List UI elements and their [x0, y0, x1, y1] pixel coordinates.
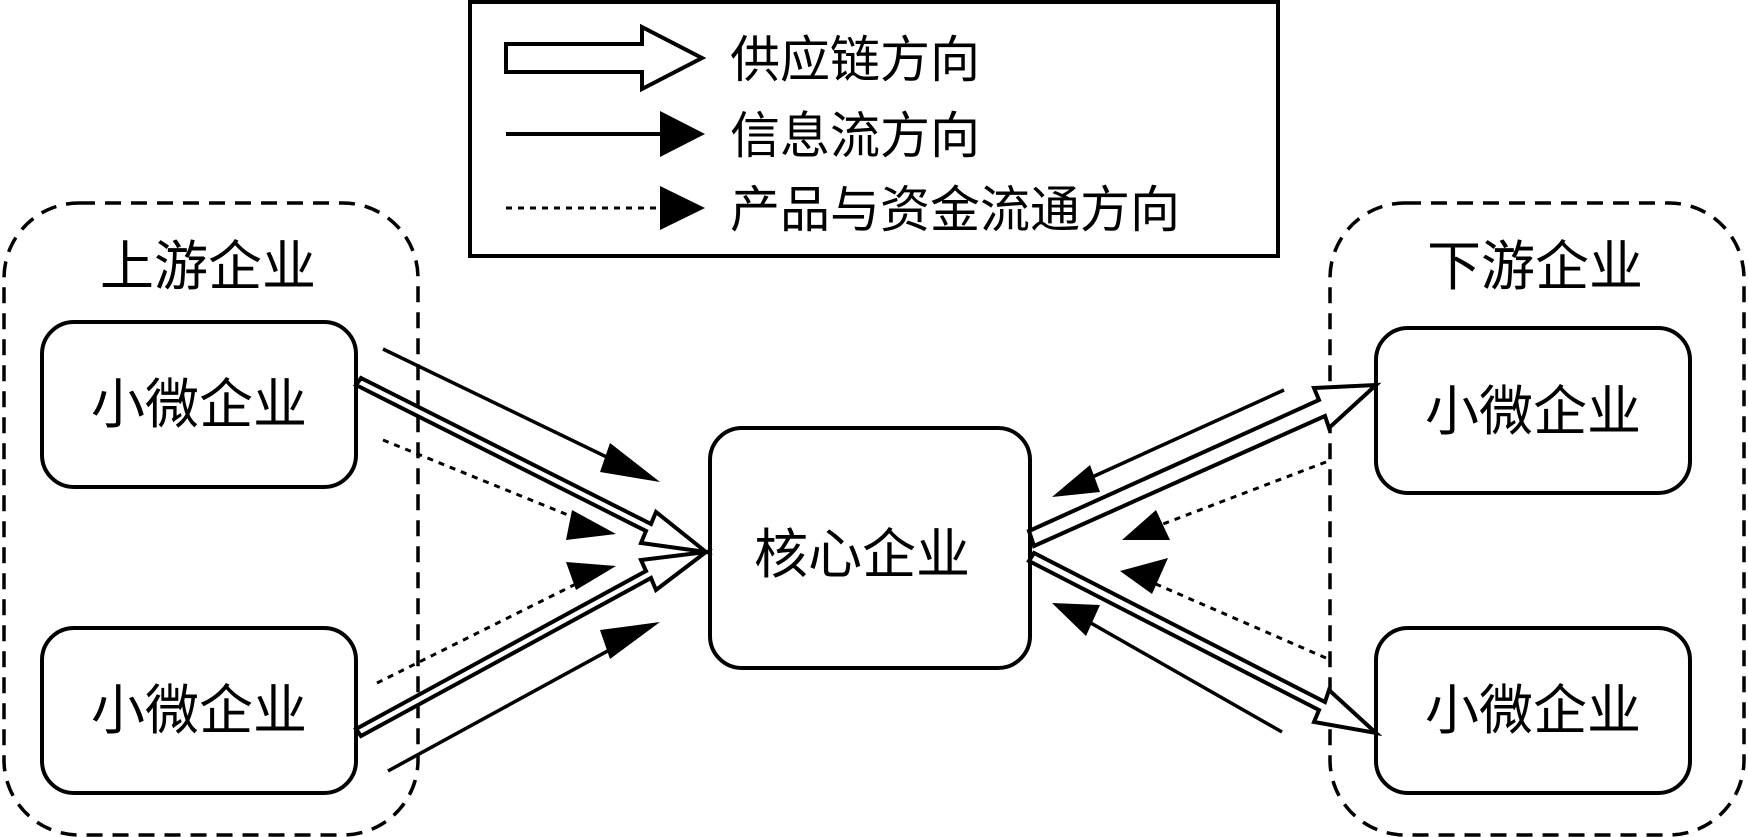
upstream-group: 上游企业 小微企业 小微企业: [2, 201, 420, 837]
supply-arrow-core-to-downstream-top: [1026, 382, 1382, 549]
legend-info-flow-arrowhead: [660, 111, 705, 157]
downstream-dashed-region: [1328, 201, 1746, 837]
core-node-label: 核心企业: [754, 523, 970, 586]
product-arrow-downstream-bottom: [1141, 576, 1327, 660]
info-arrowhead-downstream-bottom: [1052, 603, 1100, 636]
upstream-dashed-region: [2, 201, 420, 837]
info-arrowhead-downstream-top: [1052, 465, 1100, 497]
core-node: [708, 426, 1032, 670]
downstream-label: 下游企业: [1427, 235, 1643, 298]
downstream-bottom-node: [1374, 626, 1692, 795]
legend: 供应链方向 信息流方向 产品与资金流通方向: [468, 0, 1280, 258]
legend-product-flow-label: 产品与资金流通方向: [730, 181, 1180, 239]
info-arrow-downstream-bottom: [1067, 608, 1283, 734]
downstream-bottom-node-label: 小微企业: [1425, 679, 1641, 742]
legend-product-flow-arrowhead: [660, 186, 705, 230]
supply-arrow-upstream-bottom-to-core: [353, 549, 714, 739]
upstream-bottom-node-label: 小微企业: [91, 679, 307, 742]
legend-supply-chain-label: 供应链方向: [730, 31, 980, 89]
info-arrowhead-upstream-bottom: [600, 622, 660, 659]
legend-supply-chain-arrow: [504, 23, 707, 93]
product-arrowhead-upstream-bottom: [566, 562, 616, 590]
info-flow-arrows: [382, 347, 1285, 773]
info-arrow-upstream-bottom: [387, 628, 647, 773]
supply-chain-arrows: [353, 375, 1383, 739]
product-arrow-upstream-bottom: [376, 570, 601, 685]
product-arrowhead-downstream-bottom: [1120, 558, 1168, 594]
supply-arrow-upstream-top-to-core: [353, 375, 713, 555]
info-arrow-downstream-top: [1067, 388, 1285, 490]
product-arrowhead-downstream-top: [1122, 510, 1170, 540]
upstream-label: 上游企业: [100, 235, 316, 298]
product-arrowhead-upstream-top: [566, 510, 616, 540]
downstream-top-node-label: 小微企业: [1425, 380, 1641, 443]
product-arrow-downstream-top: [1141, 460, 1327, 534]
info-arrow-upstream-top: [382, 347, 647, 478]
info-arrowhead-upstream-top: [600, 443, 660, 482]
upstream-top-node-label: 小微企业: [91, 373, 307, 436]
upstream-bottom-node: [40, 626, 358, 795]
product-flow-arrows: [376, 438, 1327, 685]
upstream-top-node: [40, 320, 358, 489]
product-arrow-upstream-top: [382, 438, 601, 530]
downstream-top-node: [1374, 326, 1692, 495]
legend-info-flow-label: 信息流方向: [730, 107, 980, 165]
downstream-group: 下游企业 小微企业 小微企业: [1328, 201, 1746, 837]
supply-arrow-core-to-downstream-bottom: [1026, 550, 1383, 737]
